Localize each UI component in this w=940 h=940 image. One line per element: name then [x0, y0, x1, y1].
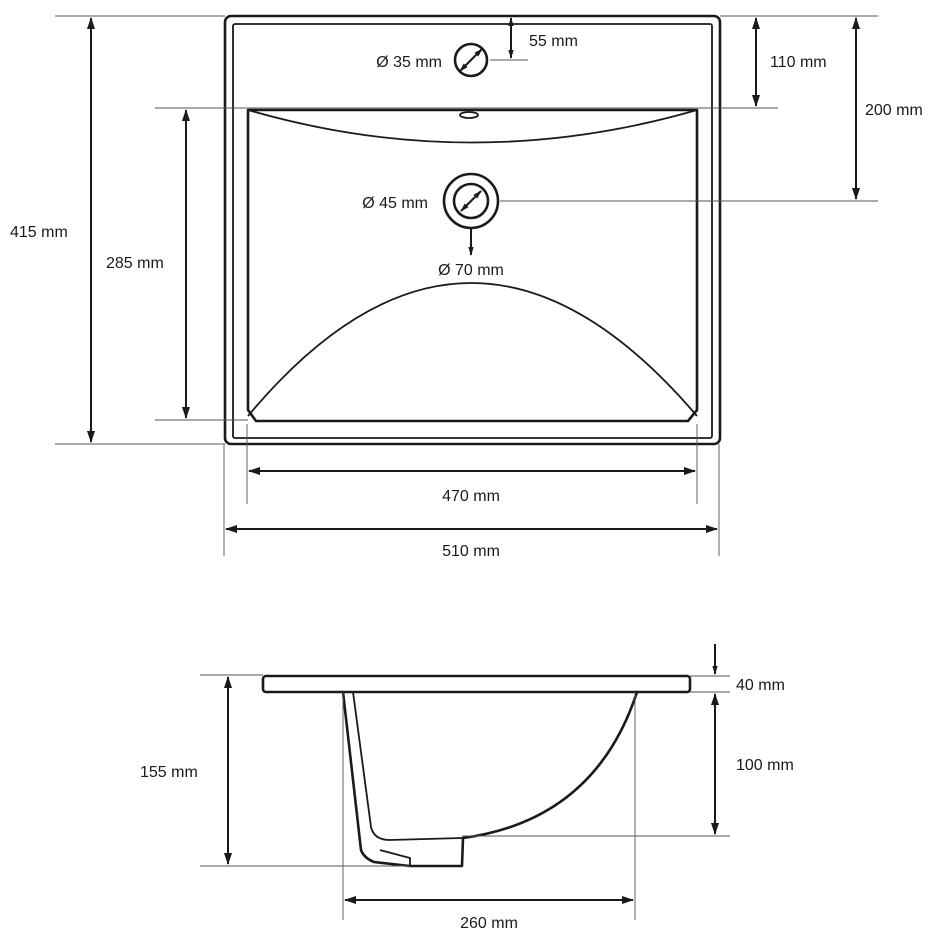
label-deck-depth: 110 mm — [770, 54, 827, 71]
label-drain-offset: 200 mm — [865, 102, 923, 119]
basin-back-curve — [247, 109, 698, 144]
side-view: 155 mm 40 mm 100 mm 260 mm — [140, 644, 794, 932]
top-view: Ø 35 mm 55 mm 110 mm 200 mm 415 mm 285 m… — [10, 14, 923, 560]
label-basin-width: 470 mm — [442, 488, 500, 505]
bowl-profile — [341, 690, 639, 868]
label-basin-depth: 285 mm — [106, 255, 164, 272]
label-bowl-height: 100 mm — [736, 757, 794, 774]
label-total-width: 510 mm — [442, 543, 500, 560]
sink-outer-edge — [223, 14, 722, 446]
label-drain-outer: Ø 70 mm — [438, 262, 504, 279]
label-total-depth: 415 mm — [10, 224, 68, 241]
label-rim-thickness: 40 mm — [736, 677, 785, 694]
basin-front-arch — [247, 282, 698, 417]
sink-inner-edge — [232, 23, 713, 439]
drain-hole — [452, 182, 490, 220]
drain-outlet — [379, 849, 411, 866]
rim-slab — [261, 674, 692, 694]
label-bowl-width: 260 mm — [460, 915, 518, 932]
label-faucet-offset: 55 mm — [529, 33, 578, 50]
bowl-inner-profile — [352, 691, 463, 841]
label-side-total-height: 155 mm — [140, 764, 198, 781]
drain-diameter-arrow — [460, 190, 482, 212]
label-faucet-hole: Ø 35 mm — [376, 54, 442, 71]
overflow-slot — [459, 111, 479, 119]
label-drain-hole: Ø 45 mm — [362, 195, 428, 212]
faucet-diameter-arrow — [459, 48, 483, 72]
faucet-hole — [453, 42, 489, 78]
